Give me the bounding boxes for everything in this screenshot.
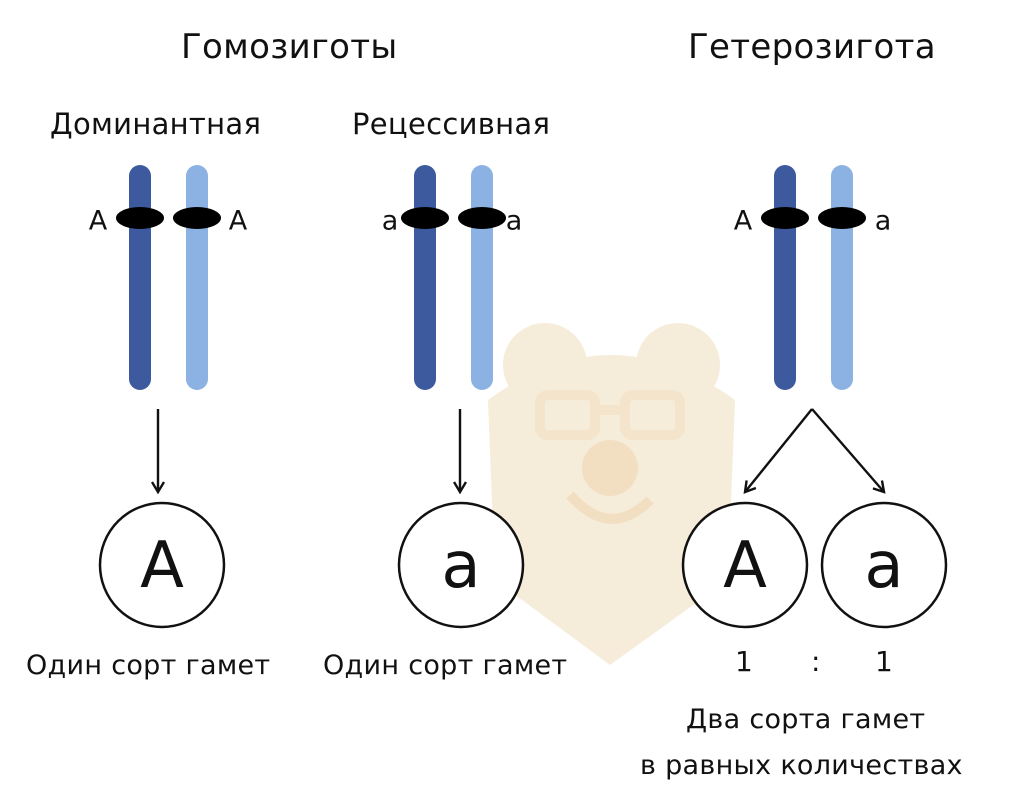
allele-label: a [875,206,892,237]
gene-marker [761,207,809,229]
gene-marker [116,207,164,229]
recessive-chromosome-pair [401,165,506,390]
heading-heterozygote: Гетерозигота [688,27,936,67]
allele-label: a [382,206,399,237]
gamete-circle-dominant [98,501,226,629]
gamete-circle-hetero-2 [820,501,948,629]
caption-recessive: Один сорт гамет [323,650,568,681]
ratio-right: 1 [875,645,894,678]
subheading-dominant: Доминантная [50,107,262,141]
heading-homozygotes: Гомозиготы [181,27,398,67]
gene-marker [458,207,506,229]
caption-hetero-line2: в равных количествах [640,750,963,781]
allele-label: A [229,206,248,237]
gene-marker [401,207,449,229]
gene-marker [173,207,221,229]
subheading-recessive: Рецессивная [352,107,551,141]
gamete-letter-dominant: A [140,529,184,603]
gamete-circle-recessive [397,501,525,629]
allele-label: A [89,206,108,237]
bear-watermark [488,323,735,665]
gamete-circle-hetero-1 [681,501,809,629]
arrow-hetero-left [745,408,813,492]
gamete-letter-hetero-1: A [723,529,767,603]
gene-marker [818,207,866,229]
gamete-letter-recessive: a [441,529,480,603]
caption-dominant: Один сорт гамет [26,650,271,681]
arrow-hetero-right [811,408,884,492]
allele-label: a [506,206,523,237]
ratio-left: 1 [735,645,754,678]
allele-label: A [734,206,753,237]
caption-hetero-line1: Два сорта гамет [686,704,926,735]
dominant-chromosome-pair [116,165,221,390]
ratio-separator: : [811,645,821,678]
hetero-chromosome-pair [761,165,866,390]
gamete-letter-hetero-2: a [864,529,903,603]
